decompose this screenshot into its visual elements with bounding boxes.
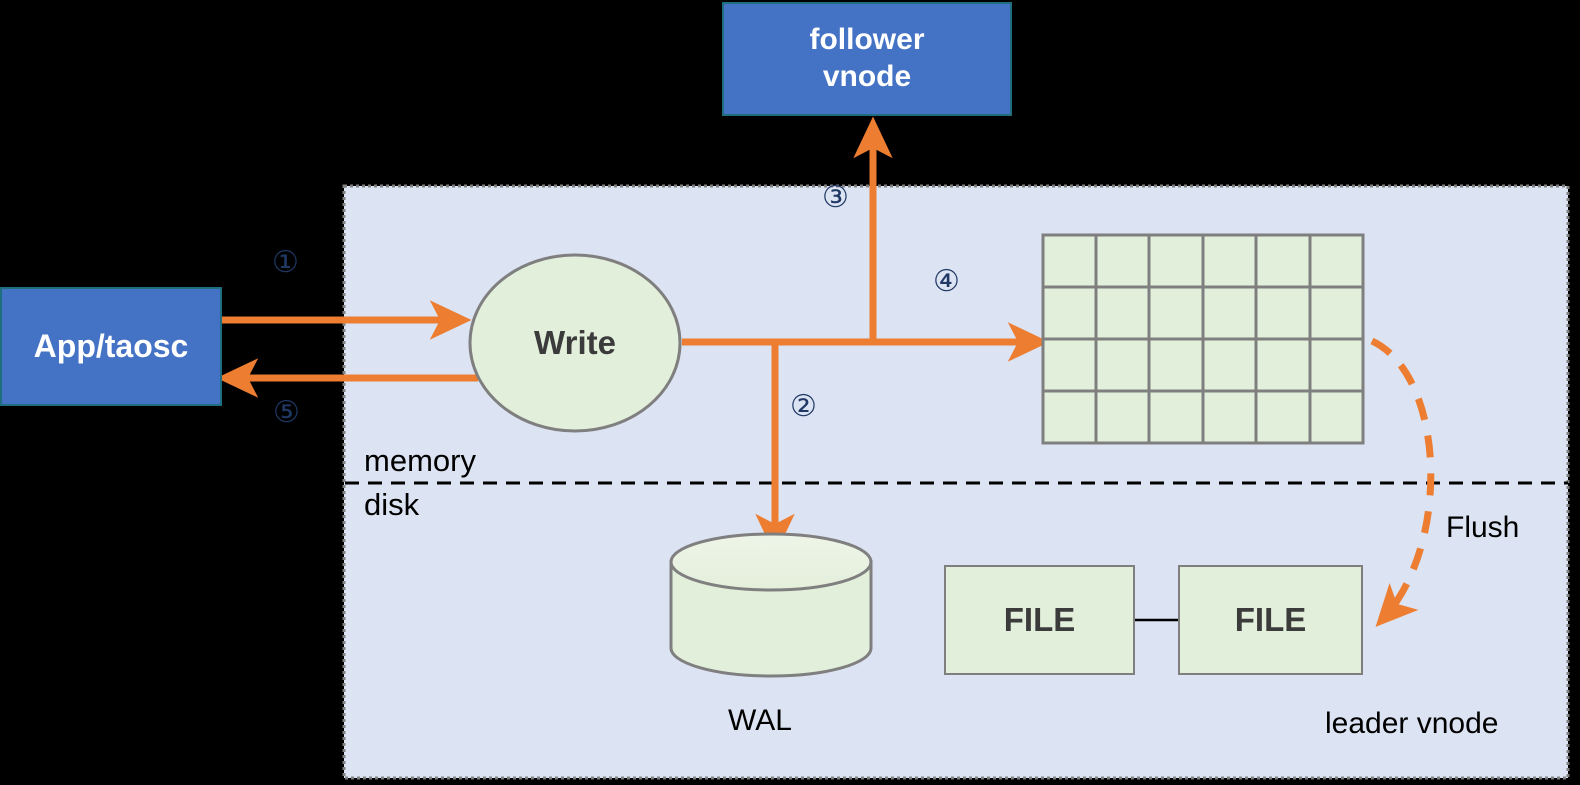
leader-vnode-label: leader vnode [1325,707,1499,740]
memtable-grid [1041,233,1365,445]
step-marker-2: ② [790,390,817,423]
write-node-label: Write [534,324,616,361]
arrow-flush-to-file [1370,337,1435,627]
follower-vnode-label-line2: vnode [822,60,912,93]
file-node-left[interactable]: FILE [944,565,1135,675]
follower-vnode-node[interactable]: follower vnode [722,2,1012,116]
file-left-label: FILE [1003,601,1076,638]
wal-cylinder-shape [669,532,873,678]
write-node-label-wrap[interactable]: Write [470,255,680,431]
app-taosc-node[interactable]: App/taosc [0,287,222,406]
step-marker-1: ① [272,246,299,279]
flush-label: Flush [1446,511,1520,544]
step-marker-4: ④ [933,265,960,298]
disk-label: disk [364,487,420,522]
memory-label: memory [364,443,476,478]
file-node-right[interactable]: FILE [1178,565,1363,675]
app-taosc-label: App/taosc [33,328,189,364]
follower-vnode-label-line1: follower [809,23,925,57]
step-marker-3: ③ [822,181,849,214]
file-right-label: FILE [1234,601,1307,638]
wal-label: WAL [728,704,792,737]
step-marker-5: ⑤ [273,396,300,429]
write-node-shape [468,253,682,433]
